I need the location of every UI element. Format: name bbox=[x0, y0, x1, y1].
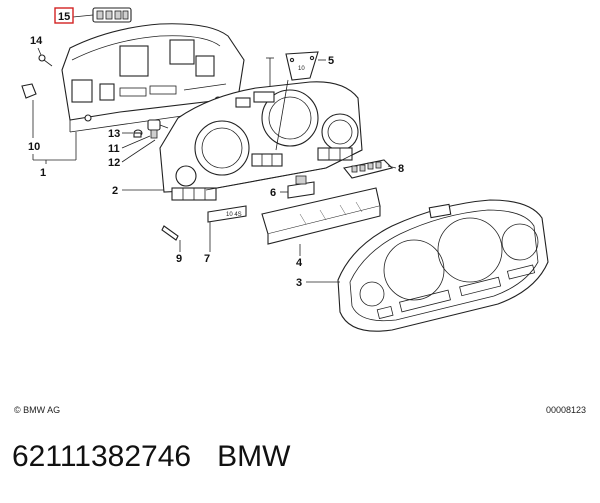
plate-5-label: 10 bbox=[298, 66, 305, 72]
callout-8: 8 bbox=[398, 163, 404, 175]
part-11-12-bulb-socket bbox=[147, 119, 169, 139]
part-15-connector bbox=[92, 7, 132, 23]
callout-7: 7 bbox=[204, 253, 210, 265]
callout-10: 10 bbox=[28, 141, 40, 153]
plate-7-label: 10 4S bbox=[226, 212, 242, 218]
part-5-plate: 10 bbox=[266, 51, 319, 151]
part-6-bracket bbox=[287, 175, 315, 199]
callout-9: 9 bbox=[176, 253, 182, 265]
callout-6: 6 bbox=[270, 187, 276, 199]
part-13-bulb bbox=[133, 129, 143, 138]
copyright-notice: © BMW AG bbox=[14, 405, 61, 415]
callout-15-highlight bbox=[54, 7, 74, 24]
footer-caption: 62111382746 BMW bbox=[12, 440, 290, 474]
callout-13: 13 bbox=[108, 128, 120, 140]
part-3-front-frame bbox=[337, 199, 549, 332]
callout-14: 14 bbox=[30, 35, 43, 47]
callout-3: 3 bbox=[296, 277, 302, 289]
callout-11: 11 bbox=[108, 143, 120, 155]
part-14-screw bbox=[38, 54, 53, 67]
callout-4: 4 bbox=[296, 257, 303, 269]
part-9-pin bbox=[161, 225, 179, 241]
part-4-lens bbox=[261, 187, 381, 245]
callout-2: 2 bbox=[112, 185, 118, 197]
clip-fastener bbox=[21, 83, 37, 99]
part-1-rear-housing bbox=[61, 23, 245, 133]
part-7-label-plate: 10 4S bbox=[207, 205, 247, 223]
callout-12: 12 bbox=[108, 157, 120, 169]
brand-name: BMW bbox=[217, 440, 291, 473]
part-number: 62111382746 bbox=[12, 440, 192, 473]
part-2-instrument-carrier bbox=[159, 81, 363, 201]
callout-15: 15 bbox=[58, 11, 70, 23]
exploded-parts-diagram: 15 14 10 1 bbox=[21, 7, 549, 332]
callout-5: 5 bbox=[328, 55, 334, 67]
part-8-connector-strip bbox=[343, 159, 394, 179]
callout-1: 1 bbox=[40, 167, 46, 179]
image-code: 00008123 bbox=[545, 405, 586, 415]
